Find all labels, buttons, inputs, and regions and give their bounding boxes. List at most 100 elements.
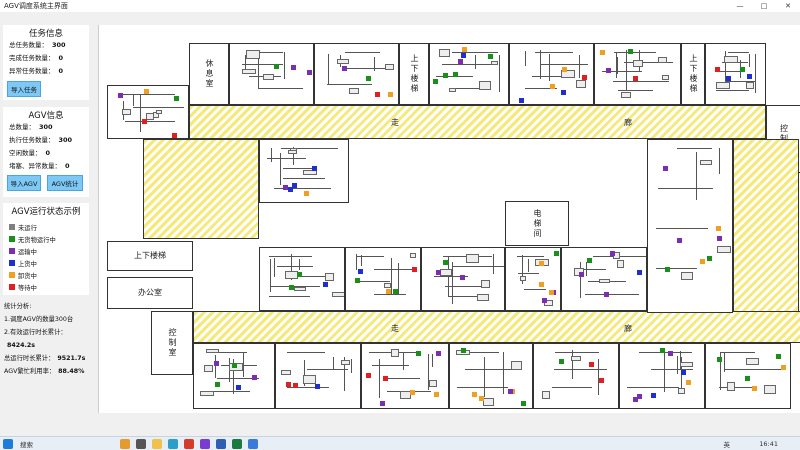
agv-marker[interactable] bbox=[665, 266, 671, 272]
agv-marker[interactable] bbox=[306, 70, 312, 76]
agv-marker[interactable] bbox=[232, 362, 238, 368]
edge-icon[interactable] bbox=[168, 438, 178, 449]
workstation-cell[interactable] bbox=[505, 247, 561, 311]
agv-marker[interactable] bbox=[681, 369, 686, 375]
excel-icon[interactable] bbox=[232, 438, 242, 449]
app-icon-9[interactable] bbox=[248, 438, 258, 449]
agv-marker[interactable] bbox=[561, 67, 567, 73]
agv-marker[interactable] bbox=[442, 259, 448, 265]
agv-marker[interactable] bbox=[171, 132, 177, 138]
warehouse-map[interactable]: 休息室 上下楼梯 上下楼梯 控制室 走 廊 电梯间 上下楼梯 办公室 控制室 走… bbox=[98, 25, 800, 413]
agv-marker[interactable] bbox=[387, 91, 393, 97]
agv-marker[interactable] bbox=[775, 354, 781, 360]
agv-marker[interactable] bbox=[375, 91, 381, 97]
workstation-cell[interactable] bbox=[647, 139, 733, 313]
agv-marker[interactable] bbox=[304, 191, 310, 197]
agv-marker[interactable] bbox=[283, 185, 289, 191]
agv-marker[interactable] bbox=[588, 362, 594, 368]
agv-marker[interactable] bbox=[633, 397, 639, 402]
workstation-cell[interactable] bbox=[449, 343, 533, 409]
agv-marker[interactable] bbox=[746, 74, 752, 80]
agv-marker[interactable] bbox=[609, 251, 615, 257]
agv-marker[interactable] bbox=[740, 66, 746, 72]
agv-marker[interactable] bbox=[650, 393, 656, 399]
agv-marker[interactable] bbox=[392, 289, 398, 295]
workstation-cell[interactable] bbox=[193, 343, 275, 409]
agv-marker[interactable] bbox=[144, 89, 149, 95]
workstation-cell[interactable] bbox=[561, 247, 647, 311]
agv-marker[interactable] bbox=[600, 50, 606, 56]
workstation-cell[interactable] bbox=[533, 343, 619, 409]
agv-marker[interactable] bbox=[416, 351, 422, 357]
agv-marker[interactable] bbox=[488, 54, 494, 60]
agv-marker[interactable] bbox=[745, 375, 751, 381]
agv-marker[interactable] bbox=[554, 251, 560, 257]
workstation-cell[interactable] bbox=[429, 43, 509, 105]
maximize-icon[interactable]: □ bbox=[760, 2, 768, 10]
agv-marker[interactable] bbox=[578, 272, 584, 278]
agv-marker[interactable] bbox=[507, 388, 513, 394]
workstation-cell[interactable] bbox=[421, 247, 505, 311]
agv-marker[interactable] bbox=[716, 236, 722, 242]
agv-marker[interactable] bbox=[598, 378, 604, 384]
agv-marker[interactable] bbox=[355, 277, 361, 283]
agv-stats-button[interactable]: AGV统计 bbox=[47, 175, 83, 191]
agv-marker[interactable] bbox=[411, 267, 417, 273]
agv-marker[interactable] bbox=[462, 47, 468, 53]
agv-marker[interactable] bbox=[662, 165, 668, 171]
workstation-cell[interactable] bbox=[275, 343, 361, 409]
agv-marker[interactable] bbox=[142, 118, 148, 124]
agv-marker[interactable] bbox=[539, 282, 545, 288]
app-icon-1[interactable] bbox=[120, 438, 130, 449]
agv-marker[interactable] bbox=[461, 52, 467, 58]
agv-marker[interactable] bbox=[606, 68, 612, 74]
taskbar-search[interactable]: 搜索 bbox=[20, 440, 33, 449]
agv-marker[interactable] bbox=[541, 298, 547, 304]
workstation-cell[interactable] bbox=[361, 343, 449, 409]
agv-marker[interactable] bbox=[443, 72, 449, 78]
agv-marker[interactable] bbox=[550, 83, 556, 89]
agv-marker[interactable] bbox=[518, 97, 524, 103]
agv-marker[interactable] bbox=[173, 96, 179, 102]
agv-marker[interactable] bbox=[521, 400, 527, 406]
app-icon-7[interactable] bbox=[216, 438, 226, 449]
agv-marker[interactable] bbox=[659, 347, 665, 353]
agv-marker[interactable] bbox=[436, 270, 441, 276]
app-icon-3[interactable] bbox=[152, 438, 162, 449]
windows-start-icon[interactable] bbox=[3, 438, 13, 449]
agv-marker[interactable] bbox=[285, 382, 291, 388]
agv-marker[interactable] bbox=[472, 392, 478, 398]
agv-marker[interactable] bbox=[410, 390, 416, 396]
agv-marker[interactable] bbox=[716, 225, 722, 231]
close-icon[interactable]: ✕ bbox=[785, 2, 791, 10]
agv-marker[interactable] bbox=[342, 65, 348, 71]
agv-marker[interactable] bbox=[549, 290, 555, 296]
agv-marker[interactable] bbox=[434, 392, 440, 398]
agv-marker[interactable] bbox=[433, 79, 439, 85]
agv-marker[interactable] bbox=[459, 274, 465, 280]
workstation-cell[interactable] bbox=[229, 43, 314, 105]
app-icon-2[interactable] bbox=[136, 438, 146, 449]
lang-indicator[interactable]: 英 bbox=[723, 440, 731, 449]
agv-marker[interactable] bbox=[636, 270, 642, 276]
agv-marker[interactable] bbox=[287, 187, 293, 193]
workstation-cell[interactable] bbox=[345, 247, 421, 311]
agv-marker[interactable] bbox=[726, 75, 732, 81]
agv-marker[interactable] bbox=[699, 259, 705, 265]
workstation-cell[interactable] bbox=[107, 85, 189, 139]
agv-marker[interactable] bbox=[213, 360, 219, 366]
agv-marker[interactable] bbox=[236, 384, 242, 390]
agv-marker[interactable] bbox=[604, 292, 610, 298]
workstation-cell[interactable] bbox=[259, 247, 345, 311]
agv-marker[interactable] bbox=[539, 261, 545, 267]
agv-marker[interactable] bbox=[581, 75, 587, 81]
import-agv-button[interactable]: 导入AGV bbox=[7, 175, 41, 191]
agv-marker[interactable] bbox=[379, 400, 385, 406]
agv-marker[interactable] bbox=[366, 75, 372, 81]
agv-marker[interactable] bbox=[297, 271, 302, 277]
agv-marker[interactable] bbox=[478, 396, 484, 402]
agv-marker[interactable] bbox=[215, 381, 221, 387]
workstation-cell[interactable] bbox=[594, 43, 681, 105]
agv-marker[interactable] bbox=[587, 257, 593, 263]
agv-marker[interactable] bbox=[559, 358, 565, 364]
